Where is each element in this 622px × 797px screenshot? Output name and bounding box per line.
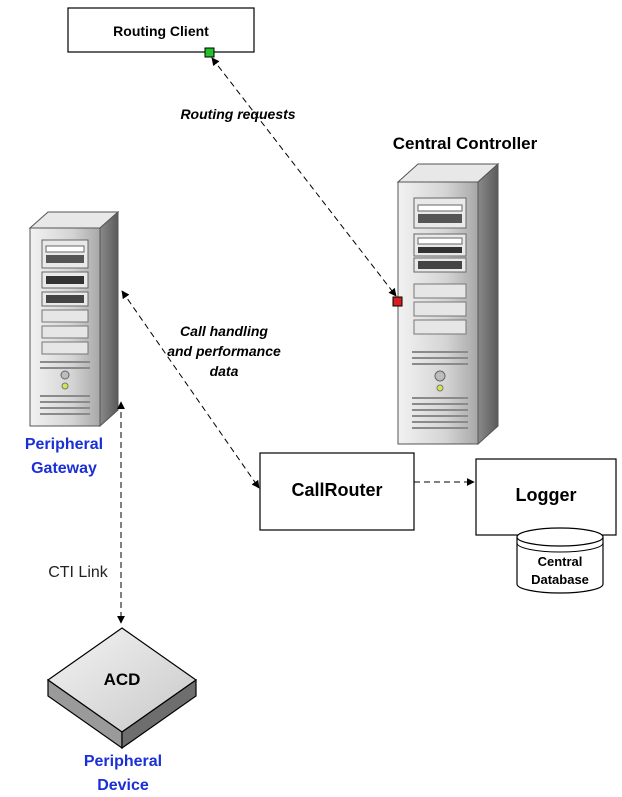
peripheral-gateway-server-icon [28,210,120,428]
routing-client-box: Routing Client [67,7,255,58]
central-database-label-line2: Database [531,572,589,587]
green-connector-icon [204,47,215,58]
cti-link-label: CTI Link [48,564,109,581]
callrouter-label: CallRouter [291,480,382,500]
database-cylinder-icon: Central Database [516,527,604,594]
cti-link-label-bg [38,560,118,582]
peripheral-gateway-label-line2: Gateway [31,460,97,477]
call-handling-connector [121,290,260,489]
logger-label: Logger [516,485,577,505]
routing-requests-label: Routing requests [180,106,295,122]
red-connector-icon [392,296,403,307]
acd-label: ACD [104,670,141,689]
peripheral-gateway-label-line1: Peripheral [25,436,103,453]
routing-client-label: Routing Client [113,23,209,39]
acd-box-icon: ACD [46,627,198,750]
peripheral-device-label-line1: Peripheral [84,753,162,770]
call-handling-label-line1: Call handling [180,323,268,339]
central-database-label-line1: Central [538,554,583,569]
logger-box: Logger [475,458,617,536]
central-controller-server-icon [396,162,500,446]
peripheral-device-label-line2: Device [97,777,149,794]
central-controller-label: Central Controller [393,134,538,153]
call-handling-label-line2: and performance [167,343,281,359]
call-handling-label-line3: data [210,363,239,379]
routing-requests-connector [211,57,397,297]
callrouter-box: CallRouter [259,452,415,531]
